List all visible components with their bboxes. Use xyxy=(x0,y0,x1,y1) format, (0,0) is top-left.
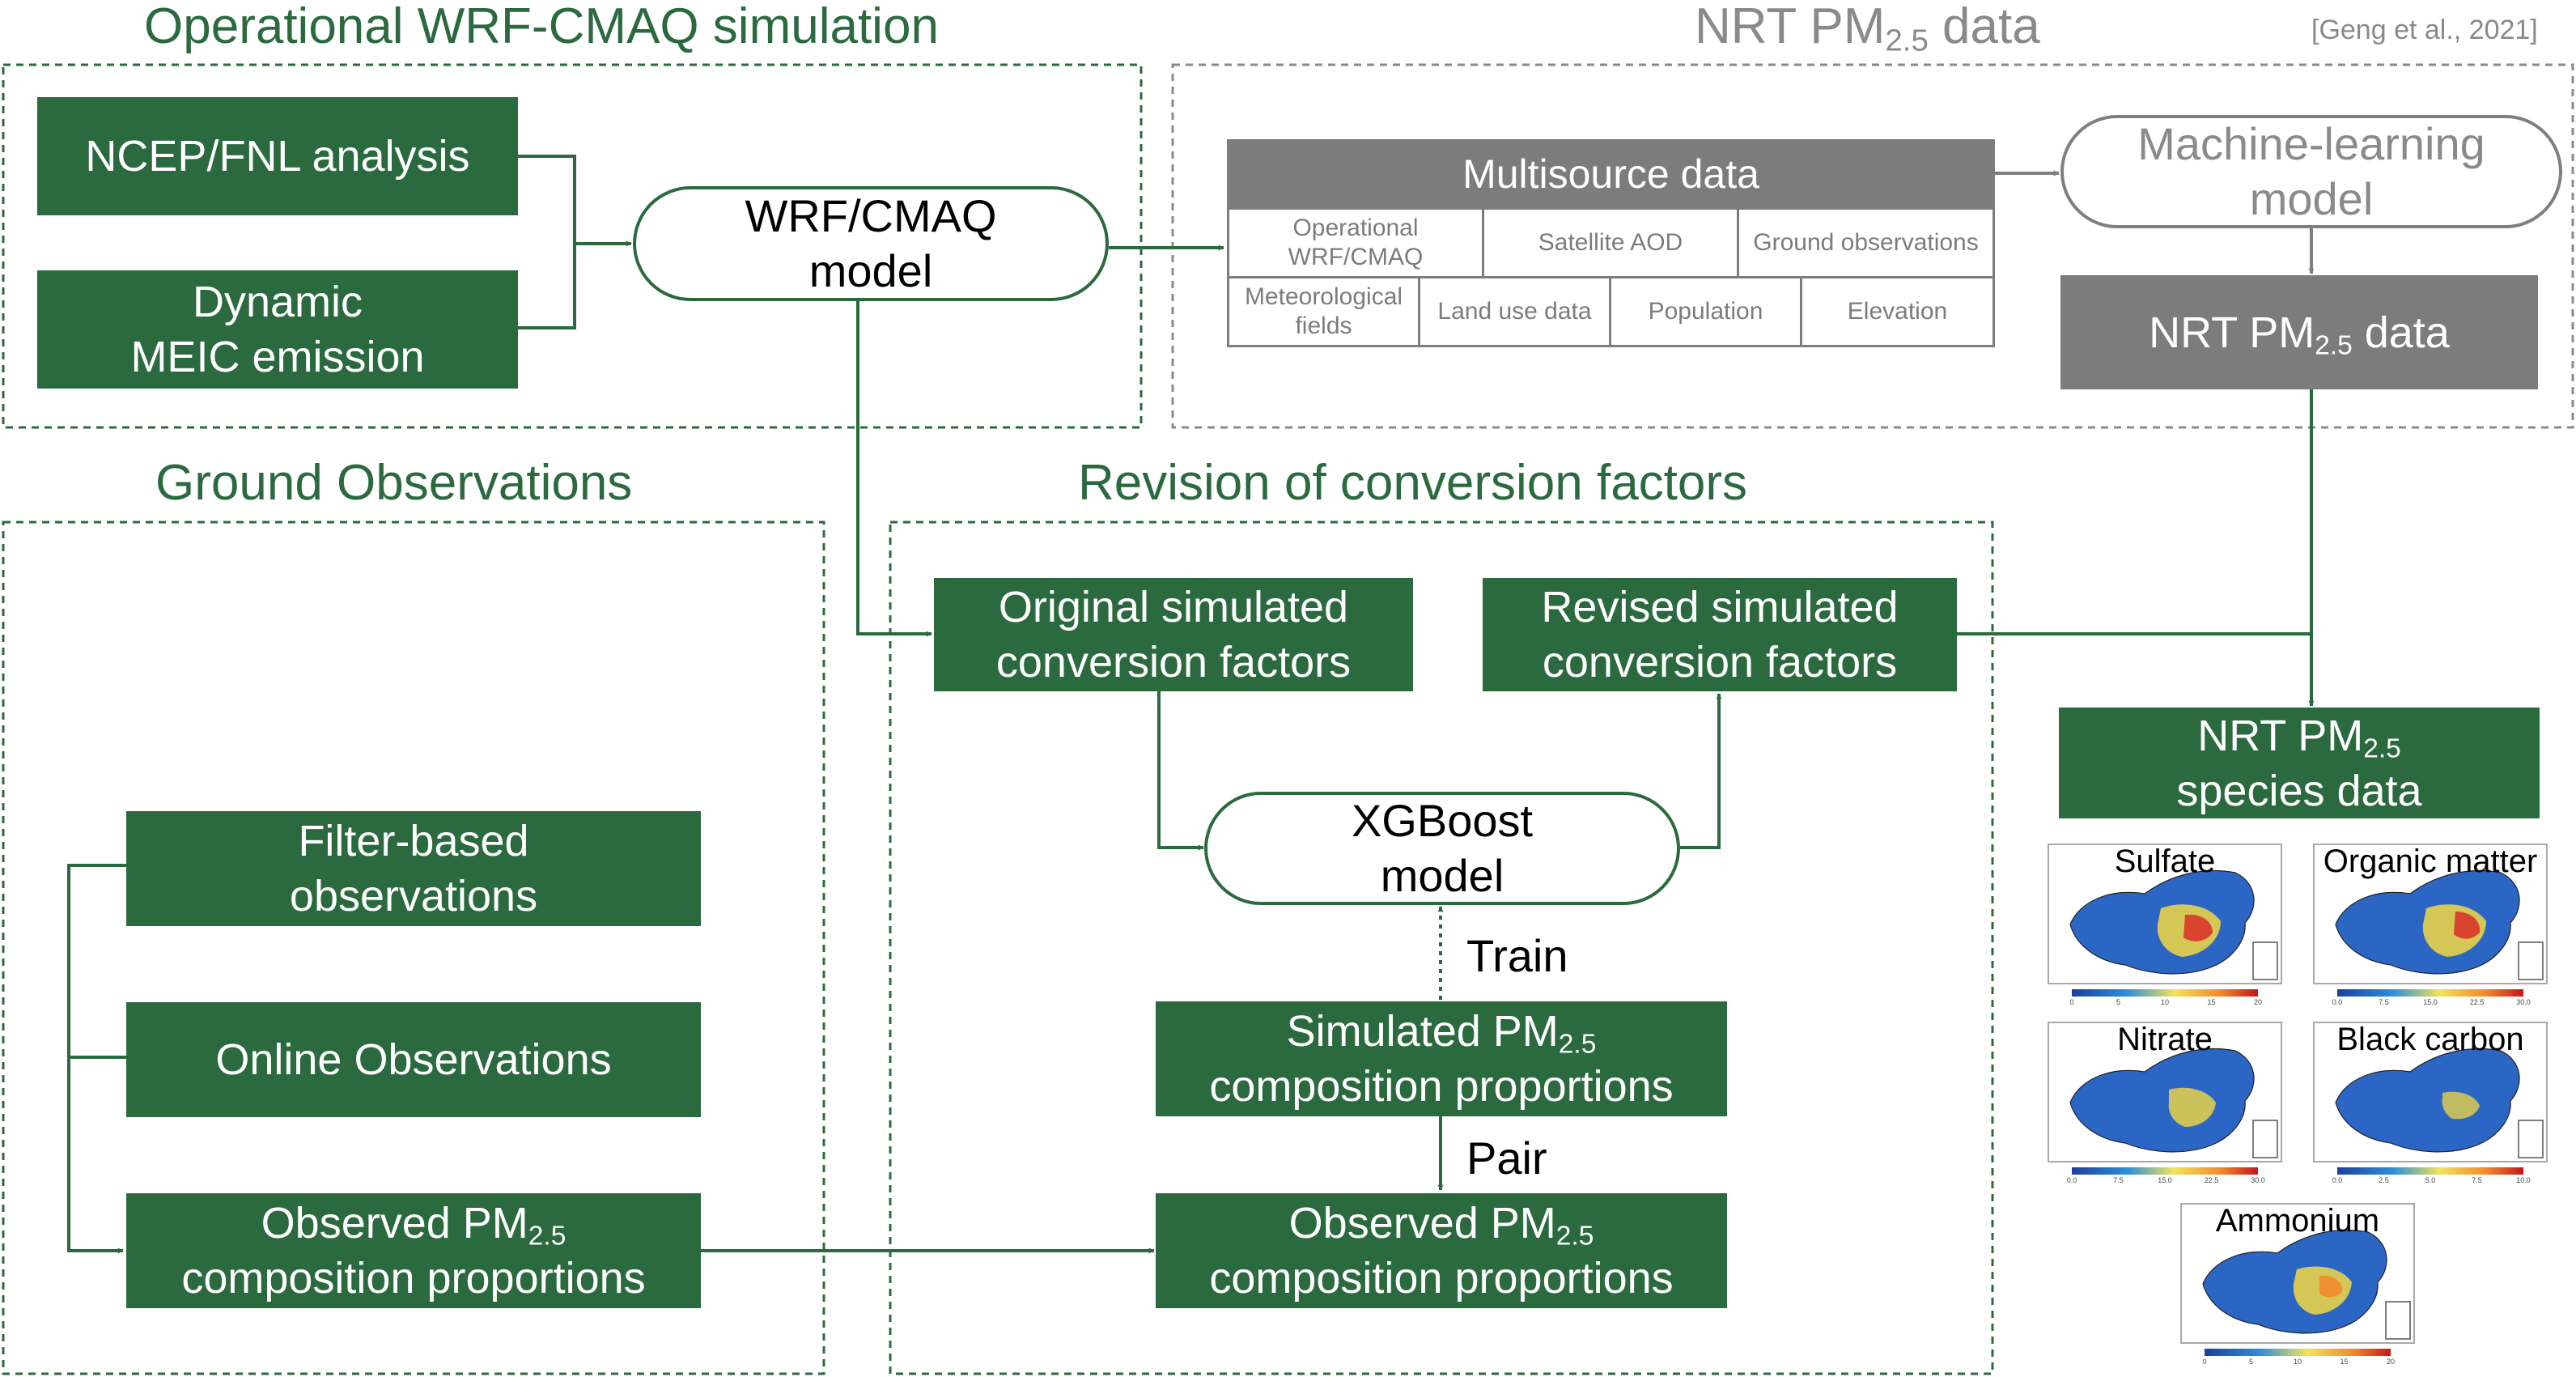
pair-label: Pair xyxy=(1466,1133,1547,1184)
multisource-cell: Satellite AOD xyxy=(1482,207,1739,278)
colorbar-tick-label: 20 xyxy=(2387,1358,2395,1365)
frame-ground xyxy=(2,521,825,1375)
map-title: Organic matter xyxy=(2323,844,2538,879)
section-title-ground: Ground Observations xyxy=(155,455,633,511)
frame-revision xyxy=(889,521,1994,1375)
map-title: Sulfate xyxy=(2114,844,2216,879)
colorbar-tick-label: 2.5 xyxy=(2379,1176,2389,1184)
multisource-header: Multisource data xyxy=(1227,139,1995,209)
map-black-carbon: 0.0 2.5 5.0 7.5 10.0 Black carbon xyxy=(2313,1022,2548,1184)
map-figure: 0 5 10 15 20 xyxy=(2180,1203,2415,1366)
multisource-cell: Land use data xyxy=(1418,276,1611,347)
multisource-cell: Population xyxy=(1609,276,1802,347)
citation: [Geng et al., 2021] xyxy=(2311,15,2538,45)
section-title-revision: Revision of conversion factors xyxy=(1078,455,1748,511)
map-figure: 0 5 10 15 20 xyxy=(2048,844,2282,1006)
colorbar-tick-label: 15.0 xyxy=(2158,1176,2172,1184)
train-label: Train xyxy=(1466,930,1568,981)
colorbar-tick-label: 10 xyxy=(2294,1358,2302,1365)
colorbar-tick-label: 5 xyxy=(2116,998,2120,1005)
map-figure: 0.0 7.5 15.0 22.5 30.0 xyxy=(2048,1022,2282,1184)
map-sulfate: 0 5 10 15 20 Sulfate xyxy=(2048,844,2282,1006)
colorbar-tick-label: 0.0 xyxy=(2332,1176,2343,1184)
colorbar-tick-label: 22.5 xyxy=(2205,1176,2219,1184)
multisource-cell: Elevation xyxy=(1800,276,1995,347)
colorbar-tick-label: 10.0 xyxy=(2516,1176,2531,1184)
map-title: Black carbon xyxy=(2336,1022,2524,1057)
map-title: Nitrate xyxy=(2117,1022,2213,1057)
colorbar-tick-label: 5.0 xyxy=(2425,1176,2436,1184)
map-figure: 0.0 7.5 15.0 22.5 30.0 xyxy=(2313,844,2548,1006)
colorbar-tick-label: 30.0 xyxy=(2516,998,2531,1005)
colorbar-tick-label: 0.0 xyxy=(2067,1176,2077,1184)
section-title-nrt: NRT PM2.5 data xyxy=(1695,0,2040,58)
colorbar-tick-label: 20 xyxy=(2254,998,2262,1005)
colorbar-tick-label: 0 xyxy=(2069,998,2073,1005)
online-observations-box: Online Observations xyxy=(126,1002,701,1117)
colorbar-tick-label: 7.5 xyxy=(2472,1176,2482,1184)
colorbar-tick-label: 0 xyxy=(2202,1358,2206,1365)
map-organic-matter: 0.0 7.5 15.0 22.5 30.0 Organic matter xyxy=(2313,844,2548,1006)
colorbar-tick-label: 7.5 xyxy=(2379,998,2389,1005)
colorbar-tick-label: 22.5 xyxy=(2470,998,2485,1005)
multisource-cell: Ground observations xyxy=(1737,207,1995,278)
colorbar-tick-label: 0.0 xyxy=(2332,998,2343,1005)
map-title: Ammonium xyxy=(2215,1203,2380,1239)
section-title-wrf-cmaq: Operational WRF-CMAQ simulation xyxy=(144,0,939,54)
nrt-pm25-data-box: NRT PM2.5 data xyxy=(2060,275,2538,389)
colorbar-tick-label: 15 xyxy=(2340,1358,2348,1365)
colorbar-tick-label: 7.5 xyxy=(2113,1176,2124,1184)
map-nitrate: 0.0 7.5 15.0 22.5 30.0 Nitrate xyxy=(2048,1022,2282,1184)
ncep-fnl-box: NCEP/FNL analysis xyxy=(37,97,518,215)
map-ammonium: 0 5 10 15 20 Ammonium xyxy=(2180,1203,2415,1366)
colorbar-tick-label: 10 xyxy=(2161,998,2169,1005)
colorbar-tick-label: 15 xyxy=(2207,998,2215,1005)
map-figure: 0.0 2.5 5.0 7.5 10.0 xyxy=(2313,1022,2548,1184)
colorbar-tick-label: 5 xyxy=(2249,1358,2253,1365)
colorbar-tick-label: 30.0 xyxy=(2251,1176,2265,1184)
colorbar-tick-label: 15.0 xyxy=(2423,998,2438,1005)
